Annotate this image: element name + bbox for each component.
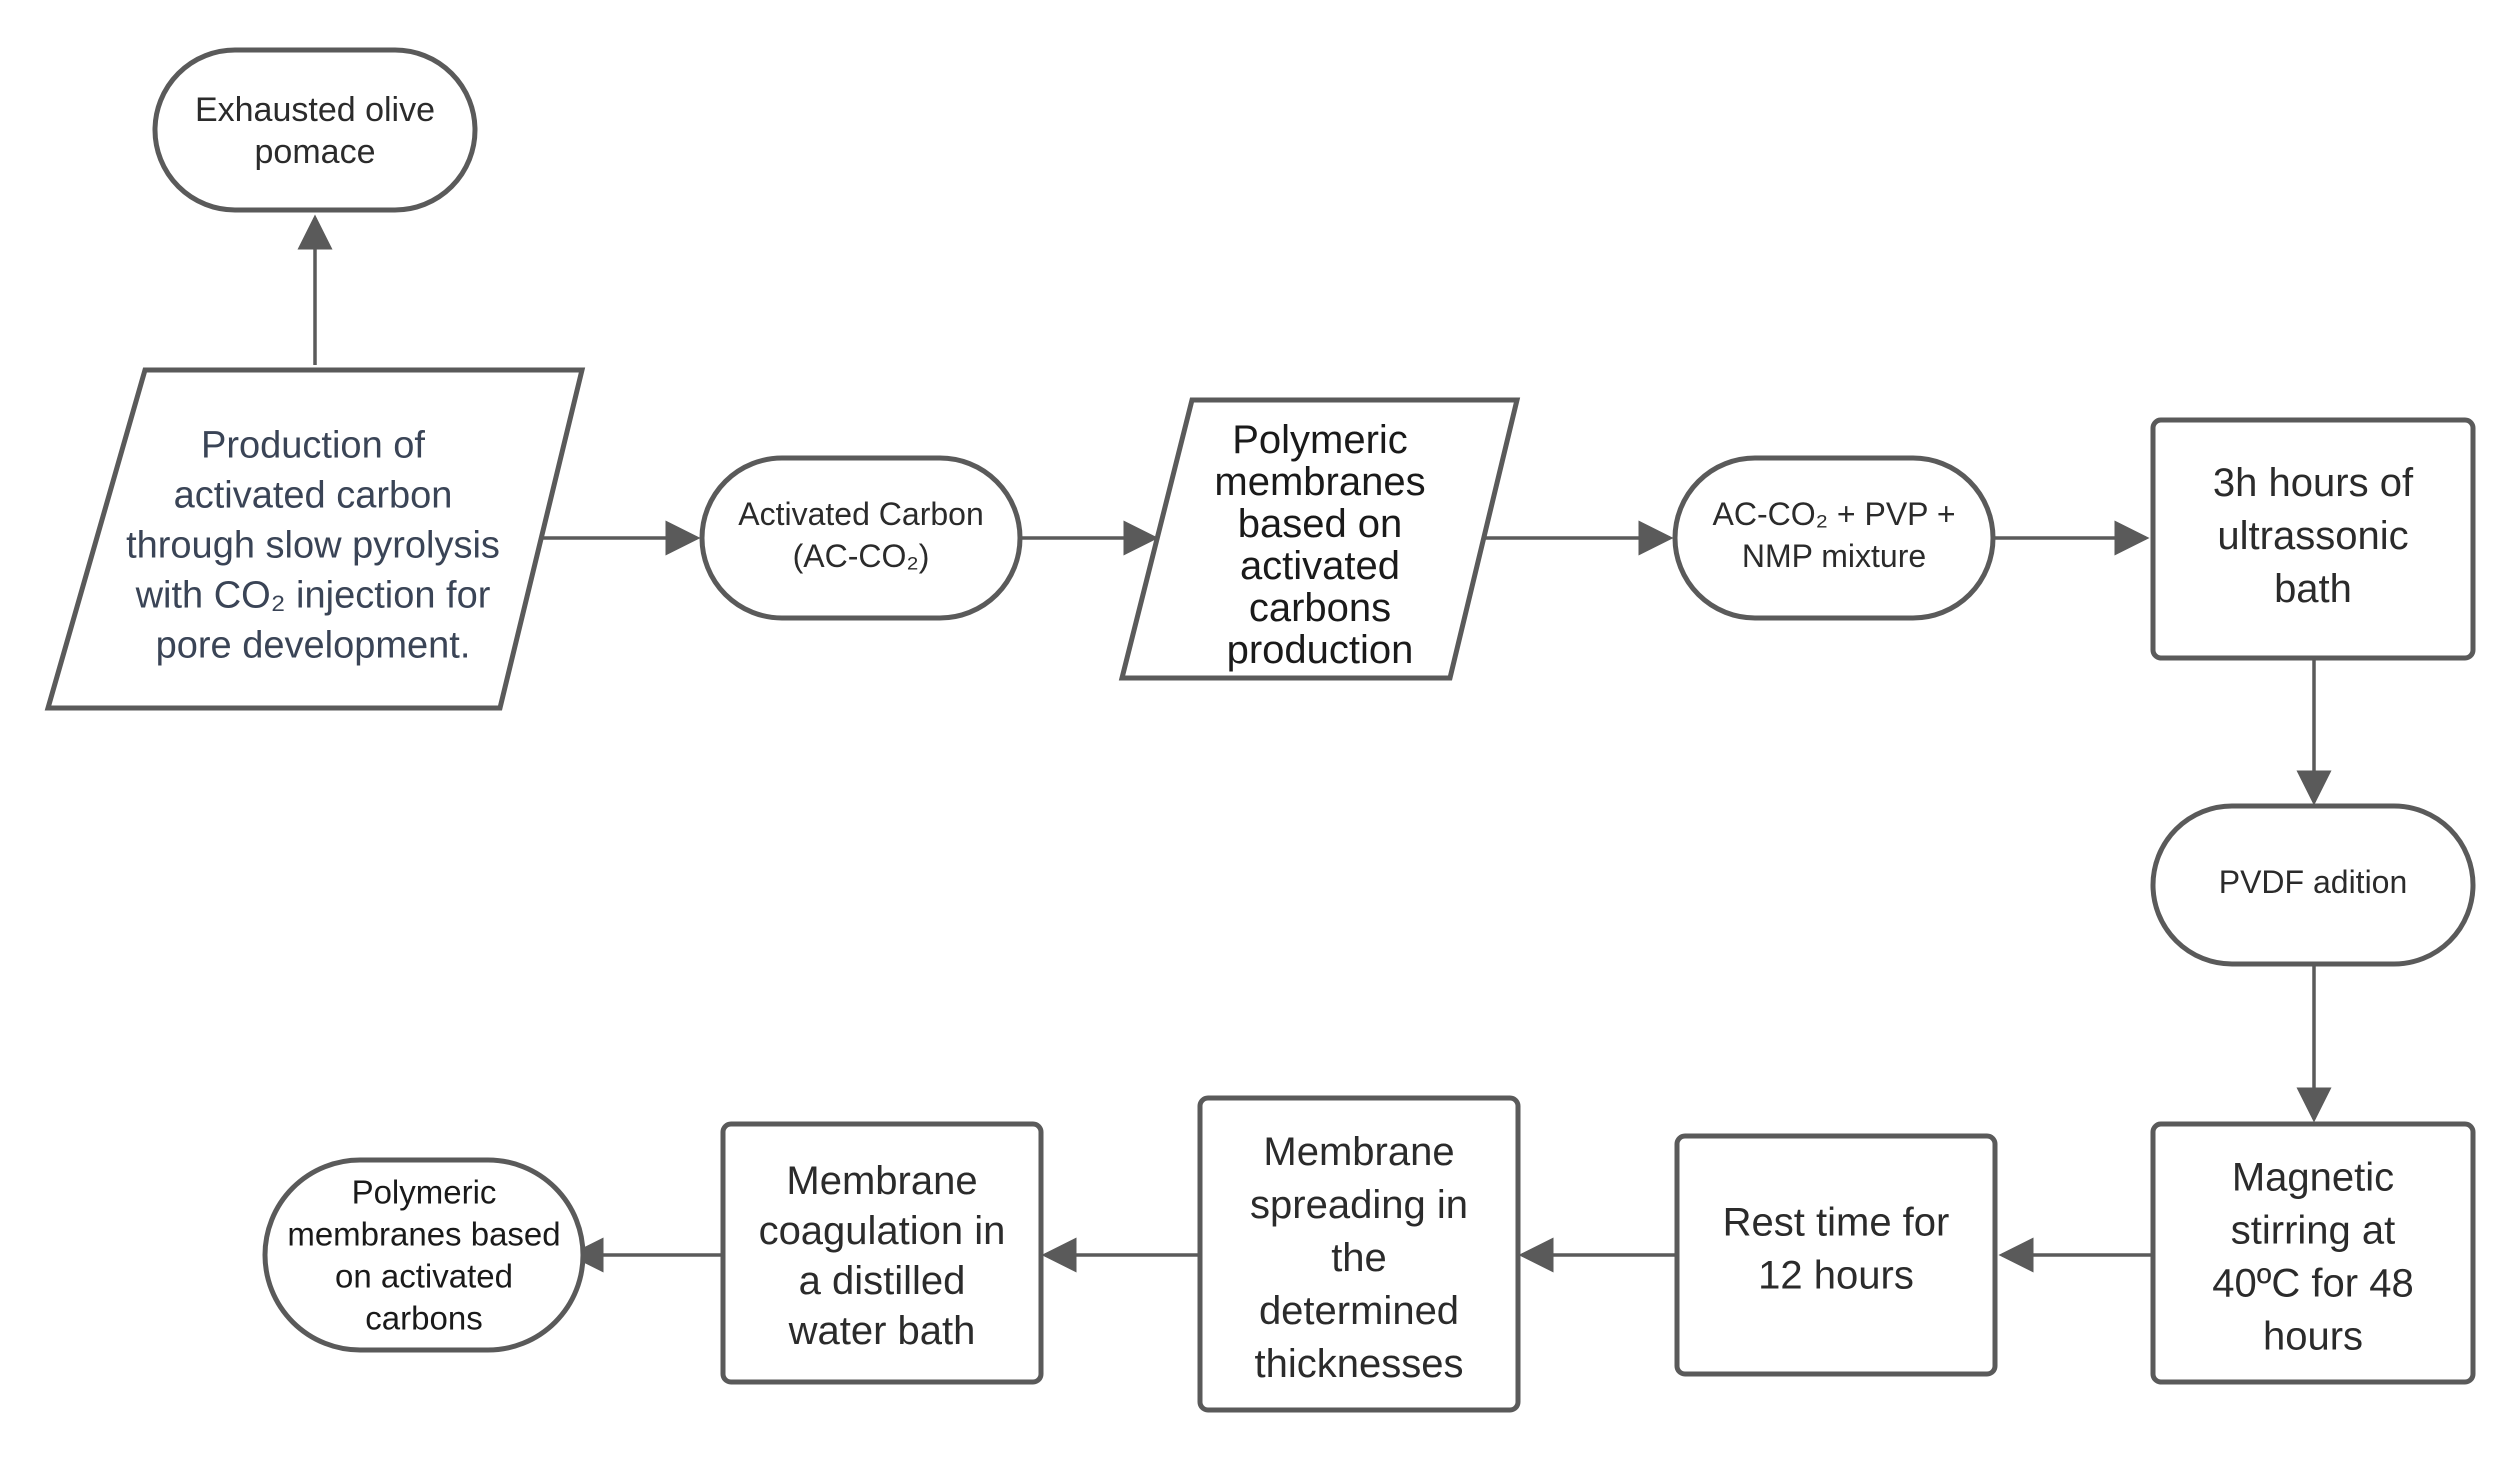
- node-label-line: Membrane: [1263, 1130, 1454, 1174]
- node-label-line: 3h hours of: [2213, 461, 2414, 505]
- node-label-line: PVDF adition: [2219, 864, 2408, 900]
- node-label-line: bath: [2274, 567, 2352, 611]
- node-label-line: determined: [1259, 1289, 1459, 1333]
- node-label-line: activated: [1240, 544, 1400, 588]
- node-exhausted-olive-pomace: Exhausted olive pomace: [152, 47, 478, 213]
- node-label-line: hours: [2263, 1315, 2363, 1359]
- node-label-line: NMP mixture: [1742, 538, 1926, 574]
- node-label: AC-CO₂ + PVP + NMP mixture: [1712, 496, 1955, 574]
- node-label-line: Polymeric: [352, 1174, 497, 1211]
- node-label: Exhausted olive pomace: [195, 91, 435, 171]
- node-label-line: the: [1331, 1236, 1387, 1280]
- node-label-line: spreading in: [1250, 1183, 1468, 1227]
- node-label-line: through slow pyrolysis: [126, 524, 500, 566]
- node-label-line: membranes based: [287, 1216, 560, 1253]
- node-rest-time: Rest time for 12 hours: [1674, 1133, 1998, 1377]
- node-label-line: Exhausted olive: [195, 91, 435, 129]
- node-ac-pvp-nmp-mixture: AC-CO₂ + PVP + NMP mixture: [1672, 455, 1996, 621]
- node-label: Magnetic stirring at 40ºC for 48 hours: [2212, 1156, 2413, 1359]
- node-label-line: Rest time for: [1723, 1201, 1950, 1245]
- node-label-line: with CO₂ injection for: [135, 574, 491, 616]
- node-label-line: stirring at: [2231, 1209, 2396, 1253]
- node-label: Polymeric membranes based on activated carb…: [287, 1174, 560, 1337]
- node-label-line: thicknesses: [1255, 1342, 1464, 1386]
- node-label-line: Production of: [201, 424, 425, 466]
- node-label-line: ultrassonic: [2217, 514, 2408, 558]
- node-label-line: Activated Carbon: [738, 496, 983, 532]
- node-label-line: water bath: [788, 1309, 976, 1353]
- node-pvdf-adition: PVDF adition: [2150, 803, 2476, 967]
- node-label-line: production: [1227, 628, 1414, 672]
- node-membrane-spreading: Membrane spreading in the determined thickne…: [1197, 1095, 1521, 1413]
- node-label-line: (AC-CO₂): [793, 538, 930, 574]
- node-label-line: based on: [1238, 502, 1403, 546]
- node-label-line: Polymeric: [1232, 418, 1408, 462]
- node-polymeric-membranes-final: Polymeric membranes based on activated carb…: [262, 1157, 586, 1353]
- node-label-line: Membrane: [786, 1159, 977, 1203]
- node-label-line: 12 hours: [1758, 1254, 1914, 1298]
- node-label-line: activated carbon: [174, 474, 453, 516]
- node-label: 3h hours of ultrassonic bath: [2213, 461, 2414, 611]
- node-label-line: Magnetic: [2232, 1156, 2394, 1200]
- node-ultrassonic-bath: 3h hours of ultrassonic bath: [2150, 417, 2476, 661]
- node-label-line: pomace: [255, 133, 376, 171]
- node-label-line: pore development.: [156, 624, 471, 666]
- node-label-line: on activated: [335, 1258, 513, 1295]
- node-label-line: coagulation in: [759, 1209, 1006, 1253]
- node-label-line: carbons: [1249, 586, 1391, 630]
- node-label: Membrane spreading in the determined thickne…: [1250, 1130, 1468, 1386]
- node-magnetic-stirring: Magnetic stirring at 40ºC for 48 hours: [2150, 1121, 2476, 1385]
- node-label: Activated Carbon (AC-CO₂): [738, 496, 983, 574]
- node-label: PVDF adition: [2219, 864, 2408, 900]
- node-label-line: AC-CO₂ + PVP +: [1712, 496, 1955, 532]
- node-membrane-coagulation: Membrane coagulation in a distilled water b…: [720, 1121, 1044, 1385]
- node-label: Production of activated carbon through slo…: [126, 424, 500, 666]
- node-label-line: membranes: [1214, 460, 1425, 504]
- node-production-activated-carbon: Production of activated carbon through slo…: [44, 367, 586, 711]
- node-label: Membrane coagulation in a distilled water b…: [759, 1159, 1006, 1353]
- node-label-line: carbons: [365, 1300, 482, 1337]
- node-label: Rest time for 12 hours: [1723, 1201, 1950, 1298]
- node-activated-carbon: Activated Carbon (AC-CO₂): [699, 455, 1023, 621]
- node-label-line: 40ºC for 48: [2212, 1262, 2413, 1306]
- node-label-line: a distilled: [799, 1259, 966, 1303]
